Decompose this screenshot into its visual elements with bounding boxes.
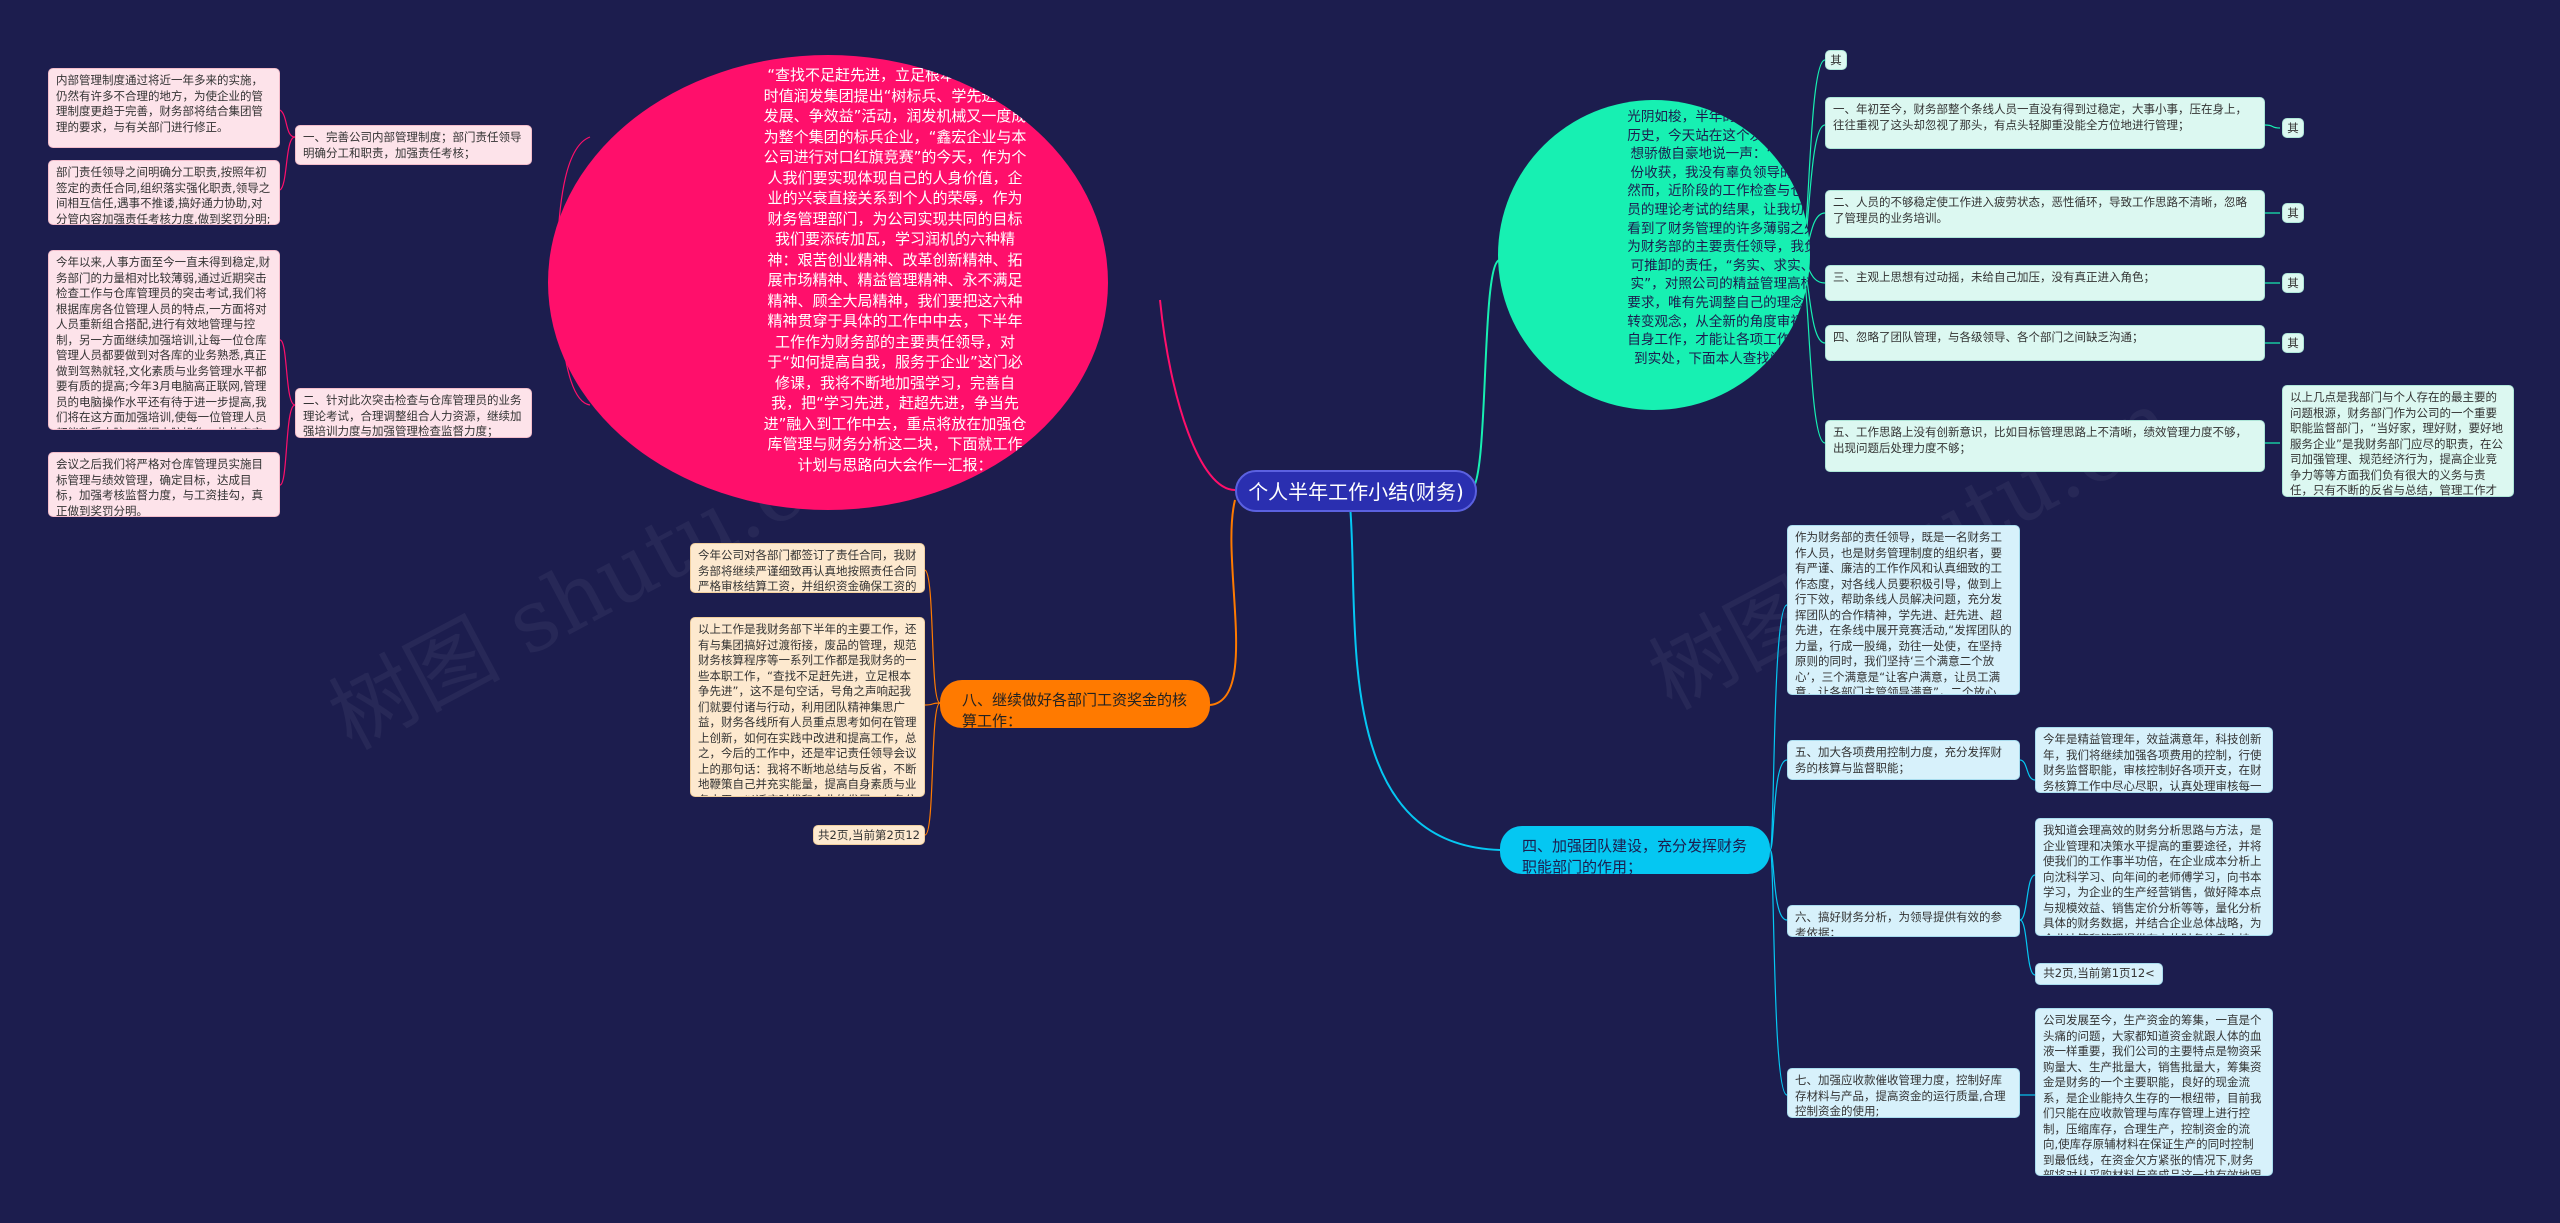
link-cyan-item4: [1769, 849, 1788, 1096]
link-orange-detail3: [924, 702, 941, 836]
link-orange-detail1: [924, 569, 941, 704]
left-oval-node[interactable]: “查找不足赶先进，立足根本争先进”，时值润发集团提出“树标兵、学先进、促发展、争…: [548, 55, 1108, 510]
left-item-1[interactable]: 一、完善公司内部管理制度；部门责任领导明确分工和职责，加强责任考核；: [295, 125, 532, 165]
cyan-item-4[interactable]: 七、加强应收款催收管理力度，控制好库存材料与产品，提高资金的运行质量,合理控制资…: [1787, 1068, 2020, 1118]
link-cyan-item1: [1769, 604, 1788, 851]
orange-branch-node[interactable]: 八、继续做好各部门工资奖金的核算工作：: [940, 680, 1210, 728]
link-orange-detail2: [924, 702, 941, 706]
right-oval-node[interactable]: 光阴如梭，半年的工作转瞬又将成为历史，今天站在这个发言席上，我乡想骄傲自豪地说一…: [1498, 100, 1810, 410]
cyan-branch-node[interactable]: 四、加强团队建设，充分发挥财务职能部门的作用；: [1500, 826, 1770, 874]
cyan-item-1[interactable]: 作为财务部的责任领导，既是一名财务工作人员，也是财务管理制度的组织者，要有严谨、…: [1787, 525, 2020, 695]
right-item-3[interactable]: 三、主观上思想有过动摇，未给自己加压，没有真正进入角色；: [1825, 265, 2265, 301]
cyan-item-4-detail[interactable]: 公司发展至今，生产资金的筹集，一直是个头痛的问题，大家都知道资金就跟人体的血液一…: [2035, 1008, 2273, 1176]
left-item-1-detail-2[interactable]: 部门责任领导之间明确分工职责,按照年初签定的责任合同,组织落实强化职责,领导之间…: [48, 160, 280, 225]
right-item-2[interactable]: 二、人员的不够稳定使工作进入疲劳状态，恶性循环，导致工作思路不清晰，忽略了管理员…: [1825, 190, 2265, 238]
right-item-5-summary[interactable]: 以上几点是我部门与个人存在的最主要的问题根源，财务部门作为公司的一个重要职能监督…: [2282, 385, 2514, 497]
left-item-2-detail-1[interactable]: 今年以来,人事方面至今一直未得到稳定,财务部门的力量相对比较薄弱,通过近期突击检…: [48, 250, 280, 430]
root-node[interactable]: 个人半年工作小结(财务): [1235, 470, 1477, 512]
link-root-orange: [1209, 499, 1238, 706]
link-item2-detail1: [279, 339, 296, 406]
right-head-tag: 其: [1825, 50, 1847, 70]
right-item-4[interactable]: 四、忽略了团队管理，与各级领导、各个部门之间缺乏沟通；: [1825, 325, 2265, 361]
orange-detail-1[interactable]: 今年公司对各部门都签订了责任合同，我财务部将继续严谨细致再认真地按照责任合同严格…: [690, 543, 925, 593]
cyan-item-2-detail[interactable]: 今年是精益管理年，效益满意年，科技创新年，我们将继续加强各项费用的控制，行使财务…: [2035, 727, 2273, 793]
link-root-cyan: [1349, 504, 1501, 851]
left-item-2[interactable]: 二、针对此次突击检查与仓库管理员的业务理论考试，合理调整组合人力资源，继续加强培…: [295, 388, 532, 438]
right-item-1[interactable]: 一、年初至今，财务部整个条线人员一直没有得到过稳定，大事小事，压在身上，往往重视…: [1825, 97, 2265, 149]
right-item-5[interactable]: 五、工作思路上没有创新意识，比如目标管理思路上不清晰，绩效管理力度不够，出现问题…: [1825, 420, 2265, 472]
link-item2-detail2: [279, 404, 296, 486]
link-cyan-item2: [1769, 759, 1788, 851]
link-cyan-item3: [1769, 849, 1788, 921]
orange-page-footer: 共2页,当前第2页12: [813, 825, 925, 845]
link-item1-detail2: [279, 136, 296, 191]
right-item-2-tag: 其: [2282, 203, 2304, 223]
left-oval-text: “查找不足赶先进，立足根本争先进”，时值润发集团提出“树标兵、学先进、促发展、争…: [763, 66, 1027, 474]
left-item-1-detail-1[interactable]: 内部管理制度通过将近一年多来的实施，仍然有许多不合理的地方，为使企业的管理制度更…: [48, 68, 280, 148]
orange-detail-2[interactable]: 以上工作是我财务部下半年的主要工作，还有与集团搞好过渡衔接，废品的管理，规范财务…: [690, 617, 925, 797]
link-root-left-oval: [1159, 299, 1236, 491]
left-item-2-detail-2[interactable]: 会议之后我们将严格对仓库管理员实施目标管理与绩效管理，确定目标，达成目标，加强考…: [48, 452, 280, 517]
right-oval-text: 光阴如梭，半年的工作转瞬又将成为历史，今天站在这个发言席上，我乡想骄傲自豪地说一…: [1627, 109, 1810, 367]
right-item-4-tag: 其: [2282, 333, 2304, 353]
right-item-1-tag: 其: [2282, 118, 2304, 138]
cyan-item-3-detail[interactable]: 我知道会理高效的财务分析思路与方法，是企业管理和决策水平提高的重要途径，并将使我…: [2035, 818, 2273, 936]
cyan-item-2[interactable]: 五、加大各项费用控制力度，充分发挥财务的核算与监督职能；: [1787, 740, 2020, 780]
link-item1-detail1: [279, 109, 296, 138]
link-root-right-oval: [1469, 259, 1501, 491]
right-item-3-tag: 其: [2282, 273, 2304, 293]
cyan-item-3[interactable]: 六、搞好财务分析，为领导提供有效的参考依据；: [1787, 905, 2020, 937]
cyan-page-footer: 共2页,当前第1页12<>: [2035, 963, 2163, 985]
